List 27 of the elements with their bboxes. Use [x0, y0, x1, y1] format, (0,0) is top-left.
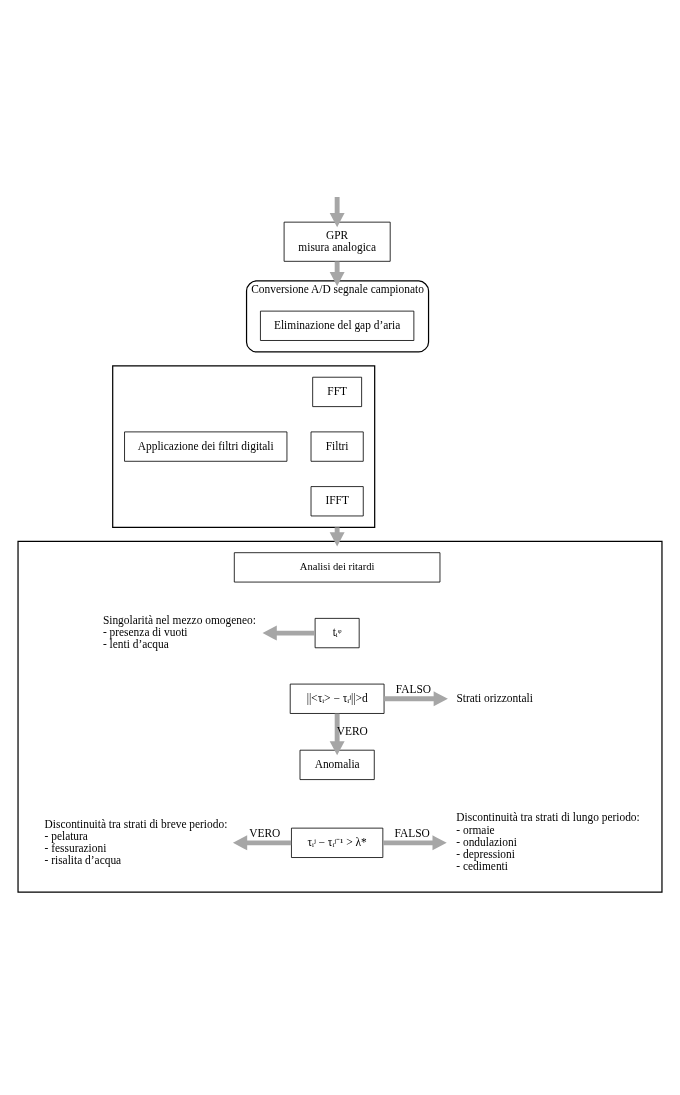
node-box: ||<τᵢ> − τᵢʲ||>d	[289, 683, 385, 714]
arrow	[384, 691, 448, 707]
node-text: Singolarità nel mezzo omogeneo: - presenza di vuoti - lenti d’acqua	[102, 613, 256, 651]
node-box: GPR misura analogica	[283, 221, 391, 262]
node-box: FFT	[312, 376, 363, 407]
edge-label: VERO	[336, 724, 368, 737]
node-box: Anomalia	[299, 749, 375, 780]
node-text: Discontinuità tra strati di breve periodo: - pelatura - fessurazioni - risalita d’acqua	[44, 817, 228, 867]
edge-label: VERO	[249, 827, 281, 840]
cluster	[112, 365, 376, 528]
edge-label: FALSO	[394, 827, 430, 840]
arrow	[262, 625, 315, 641]
arrow	[329, 713, 345, 756]
node-box: IFFT	[310, 486, 364, 517]
node-text: Strati orizzontali	[456, 691, 533, 704]
node-box: Applicazione dei filtri digitali	[124, 431, 288, 462]
cluster	[17, 540, 663, 893]
node-box: Filtri	[310, 431, 364, 462]
node-box: Eliminazione del gap d’aria	[260, 310, 415, 341]
arrow	[329, 196, 345, 228]
arrow	[383, 835, 447, 851]
arrow	[232, 835, 292, 851]
node-box: tᵢᵠ	[314, 618, 360, 649]
edge-label: FALSO	[395, 683, 432, 696]
node-box: Analisi dei ritardi	[233, 552, 441, 583]
node-box: τᵢʲ − τᵢʲ⁻¹ > λ*	[291, 827, 384, 858]
node-text: Discontinuità tra strati di lungo periodo: - ormaie - ondulazioni - depressioni - cedimenti	[456, 811, 640, 873]
